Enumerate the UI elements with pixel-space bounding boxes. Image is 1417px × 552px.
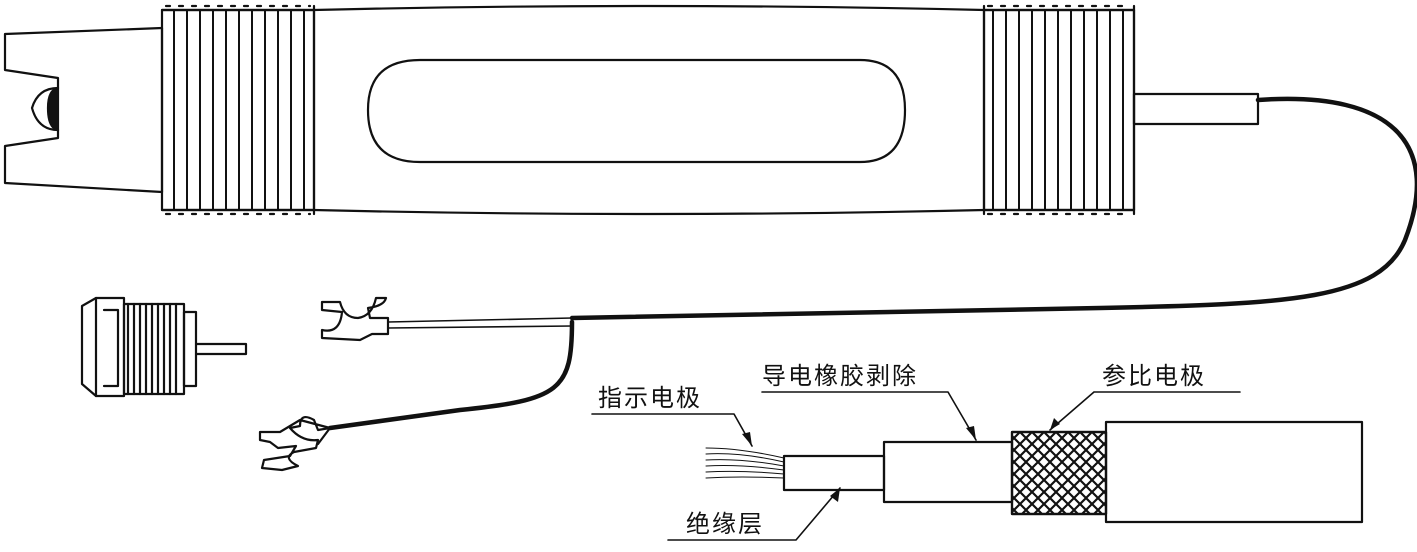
wire-strands <box>705 447 785 459</box>
insulation-segment <box>782 454 886 492</box>
lead-lower <box>327 319 575 431</box>
probe-thread-right <box>982 4 1136 216</box>
label-insulation-layer: 绝缘层 <box>686 510 764 538</box>
bnc-connector <box>80 296 248 398</box>
cable-boot <box>1132 92 1260 126</box>
label-window <box>366 58 907 164</box>
reference-mesh-segment <box>1010 430 1108 516</box>
conductive-rubber-segment <box>882 440 1014 504</box>
outer-jacket-segment <box>1104 420 1364 524</box>
probe-tip <box>3 26 164 194</box>
label-indicator-electrode: 指示电极 <box>598 384 702 412</box>
probe-thread-left <box>160 4 316 216</box>
spade-terminal-lower <box>258 416 332 472</box>
label-reference-electrode: 参比电极 <box>1102 362 1206 390</box>
probe-body <box>312 4 986 216</box>
label-conductive-rubber-removed: 导电橡胶剥除 <box>762 362 918 390</box>
main-cable <box>569 96 1417 321</box>
thin-lead-upper <box>387 317 573 323</box>
cable-cross-section <box>705 420 1364 524</box>
spade-terminal-upper <box>320 296 390 342</box>
